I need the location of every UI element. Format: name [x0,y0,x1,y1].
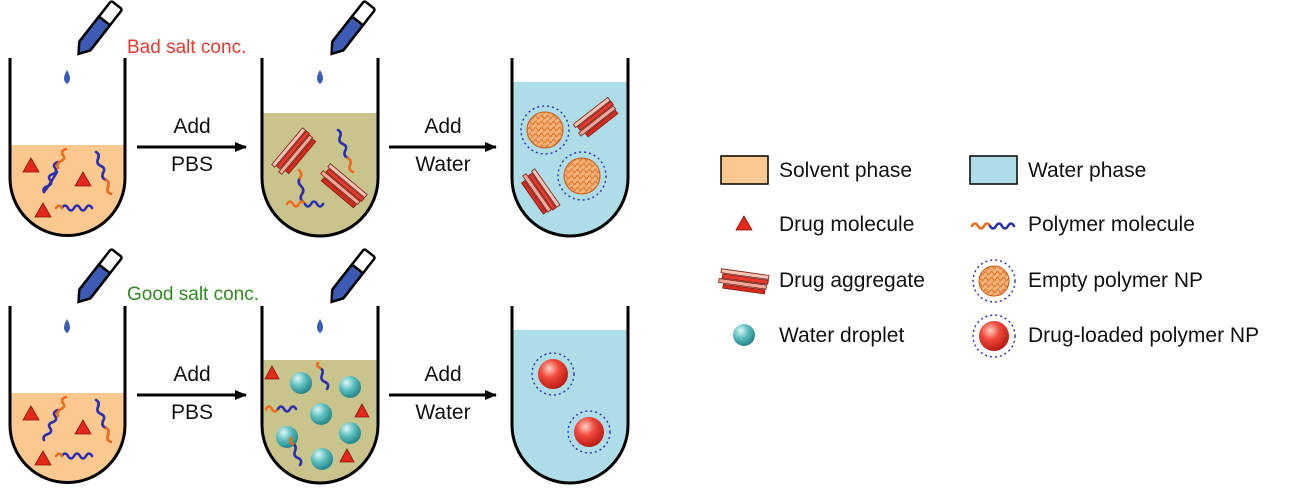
beaker-emulsion [260,306,380,485]
legend-label: Water phase [1028,159,1146,182]
dropper-icon [317,0,376,84]
add-water-arrow: Add Water [389,115,497,176]
step-label: Water [415,401,470,424]
dropper-icon [64,248,123,333]
step-label: Add [424,115,461,138]
step-label: PBS [171,153,213,176]
legend: Solvent phase Water phase Drug molecule … [718,155,1259,358]
solvent-swatch [720,155,769,185]
polymer-molecule-icon [970,222,1016,230]
water-droplet-icon [733,324,755,346]
legend-label: Water droplet [779,324,904,347]
step-label: Add [173,363,210,386]
legend-label: Drug-loaded polymer NP [1028,324,1259,347]
dropper-icon [64,0,123,84]
beaker-solvent [8,58,127,237]
step-label: Water [415,153,470,176]
dropper-icon [317,248,376,333]
step-label: PBS [171,401,213,424]
legend-label: Polymer molecule [1028,213,1195,236]
add-pbs-arrow: Add PBS [137,363,247,424]
water-swatch [969,155,1018,185]
polymer-molecule-icon [42,395,113,460]
empty-polymer-np-icon [520,105,607,201]
water-droplet-icon [276,372,361,470]
legend-label: Solvent phase [779,159,912,182]
drug-loaded-np-icon [972,314,1016,358]
beaker-solvent [8,306,127,484]
beaker-aggregated [260,58,380,238]
polymer-molecule-icon [264,361,330,467]
beaker-water-empty-np [510,58,630,238]
beaker-water-loaded-np [510,306,630,485]
add-water-arrow: Add Water [389,363,497,424]
legend-label: Empty polymer NP [1028,269,1203,292]
polymer-molecule-icon [285,128,355,208]
step-label: Add [424,363,461,386]
drug-molecule-icon [22,157,92,218]
empty-polymer-np-icon [972,259,1016,303]
legend-label: Drug aggregate [779,269,925,292]
polymer-molecule-icon [42,147,113,212]
drug-loaded-np-icon [531,352,611,454]
drug-aggregate-icon [271,127,368,209]
step-label: Add [173,115,210,138]
add-pbs-arrow: Add PBS [137,115,247,176]
good-salt-note: Good salt conc. [127,284,259,305]
bad-salt-note: Bad salt conc. [127,37,246,58]
drug-aggregate-icon [718,268,770,295]
drug-aggregate-icon [520,96,619,215]
drug-molecule-icon [264,365,370,463]
drug-molecule-icon [22,405,92,466]
drug-molecule-icon [735,215,753,231]
legend-label: Drug molecule [779,213,914,236]
